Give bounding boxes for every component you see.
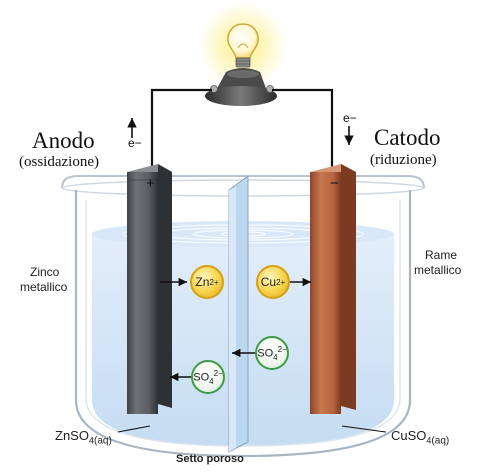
so4-left-symbol: SO [193,371,210,384]
cuso4-formula: CuSO [391,428,427,443]
anode-title: Anodo [32,128,95,153]
zn-ion-charge: 2+ [209,277,219,287]
copper-label-line1: Rame [425,248,458,262]
cathode-electron-label: e− [343,111,357,125]
external-circuit-wire [150,88,334,170]
cuso4-state: (aq) [431,435,450,447]
znso4-subscript: 4 [88,435,94,446]
znso4-leader-line [117,425,151,433]
so4-left-charge: 2− [213,368,223,378]
anode-subtitle: (ossidazione) [19,154,99,170]
so4-left-subscript: 4 [209,376,214,386]
cuso4-label: CuSO4(aq) [391,428,449,447]
zinc-label-line1: Zinco [30,265,60,279]
znso4-formula: ZnSO [55,428,89,443]
anode-subtitle-text: ossidazione [24,154,94,170]
anode-electron-label: e− [128,136,142,150]
cu-ion-symbol: Cu [260,275,277,289]
so4-right-charge: 2− [277,344,287,354]
so4-ion-left: SO42− [191,360,225,394]
cathode-title: Catodo [374,125,441,150]
cuso4-leader-line [341,425,387,433]
so4-ion-right: SO42− [255,336,289,370]
zn-ion-symbol: Zn [195,275,210,289]
anode-sign: + [146,175,155,192]
copper-label-line2: metallico [414,263,462,277]
cathode-subtitle-text: riduzione [375,152,432,168]
copper-electrode [310,164,356,414]
zinc-label-line2: metallico [20,280,68,294]
light-bulb-icon [199,2,287,106]
so4-right-symbol: SO [257,347,274,360]
cu-ion-charge: 2+ [276,277,286,287]
znso4-state: (aq) [93,435,112,447]
cathode-subtitle: (riduzione) [370,152,437,168]
so4-right-subscript: 4 [273,352,278,362]
membrane-label: Setto poroso [176,453,244,465]
zinc-electrode [127,164,172,414]
cuso4-subscript: 4 [426,435,432,446]
cathode-sign: − [330,175,339,192]
znso4-label: ZnSO4(aq) [55,428,112,447]
porous-membrane [228,175,249,453]
